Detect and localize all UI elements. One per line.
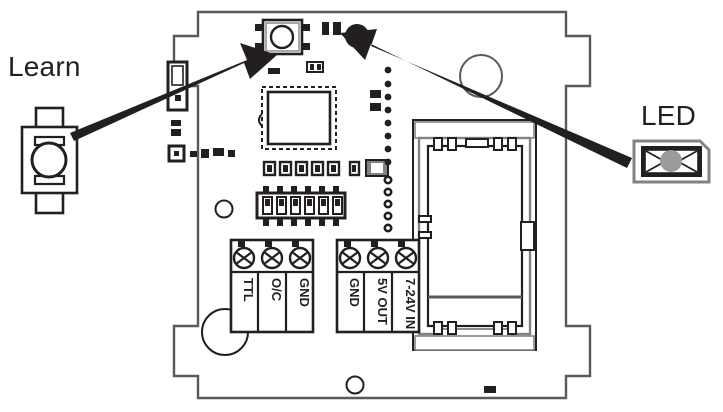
led-icon [632,139,711,184]
signal-terminal-block: TTL O/C GND [229,238,315,334]
push-button-component [255,18,310,56]
mounting-hole-mid-left [214,199,234,219]
arrow-learn-to-button [70,43,277,141]
push-button-icon [20,106,79,215]
microcontroller-chip [258,86,337,150]
terminal-label-gnd: GND [297,278,312,307]
via-column [370,66,393,233]
bottom-smd-part [484,386,496,393]
power-terminal-block: GND 5V OUT 7-24V IN [335,238,421,334]
status-led-component [322,22,341,35]
battery-holder-component [412,119,537,351]
led-callout-label: LED [641,100,697,131]
dip-switch-component [255,186,347,226]
arrow-led-to-component [340,24,632,168]
terminal-label-oc: O/C [269,278,284,302]
left-smd-parts [167,120,235,163]
terminal-label-ttl: TTL [241,278,256,302]
learn-callout-label: Learn [8,51,81,82]
mounting-hole-bottom-center [345,375,365,395]
pin-header-component [166,60,189,112]
smd-resistor-row [262,159,389,177]
terminal-label-7-24v-in: 7-24V IN [403,278,418,329]
terminal-label-5v-out: 5V OUT [375,278,390,325]
terminal-label-gnd: GND [347,278,362,307]
